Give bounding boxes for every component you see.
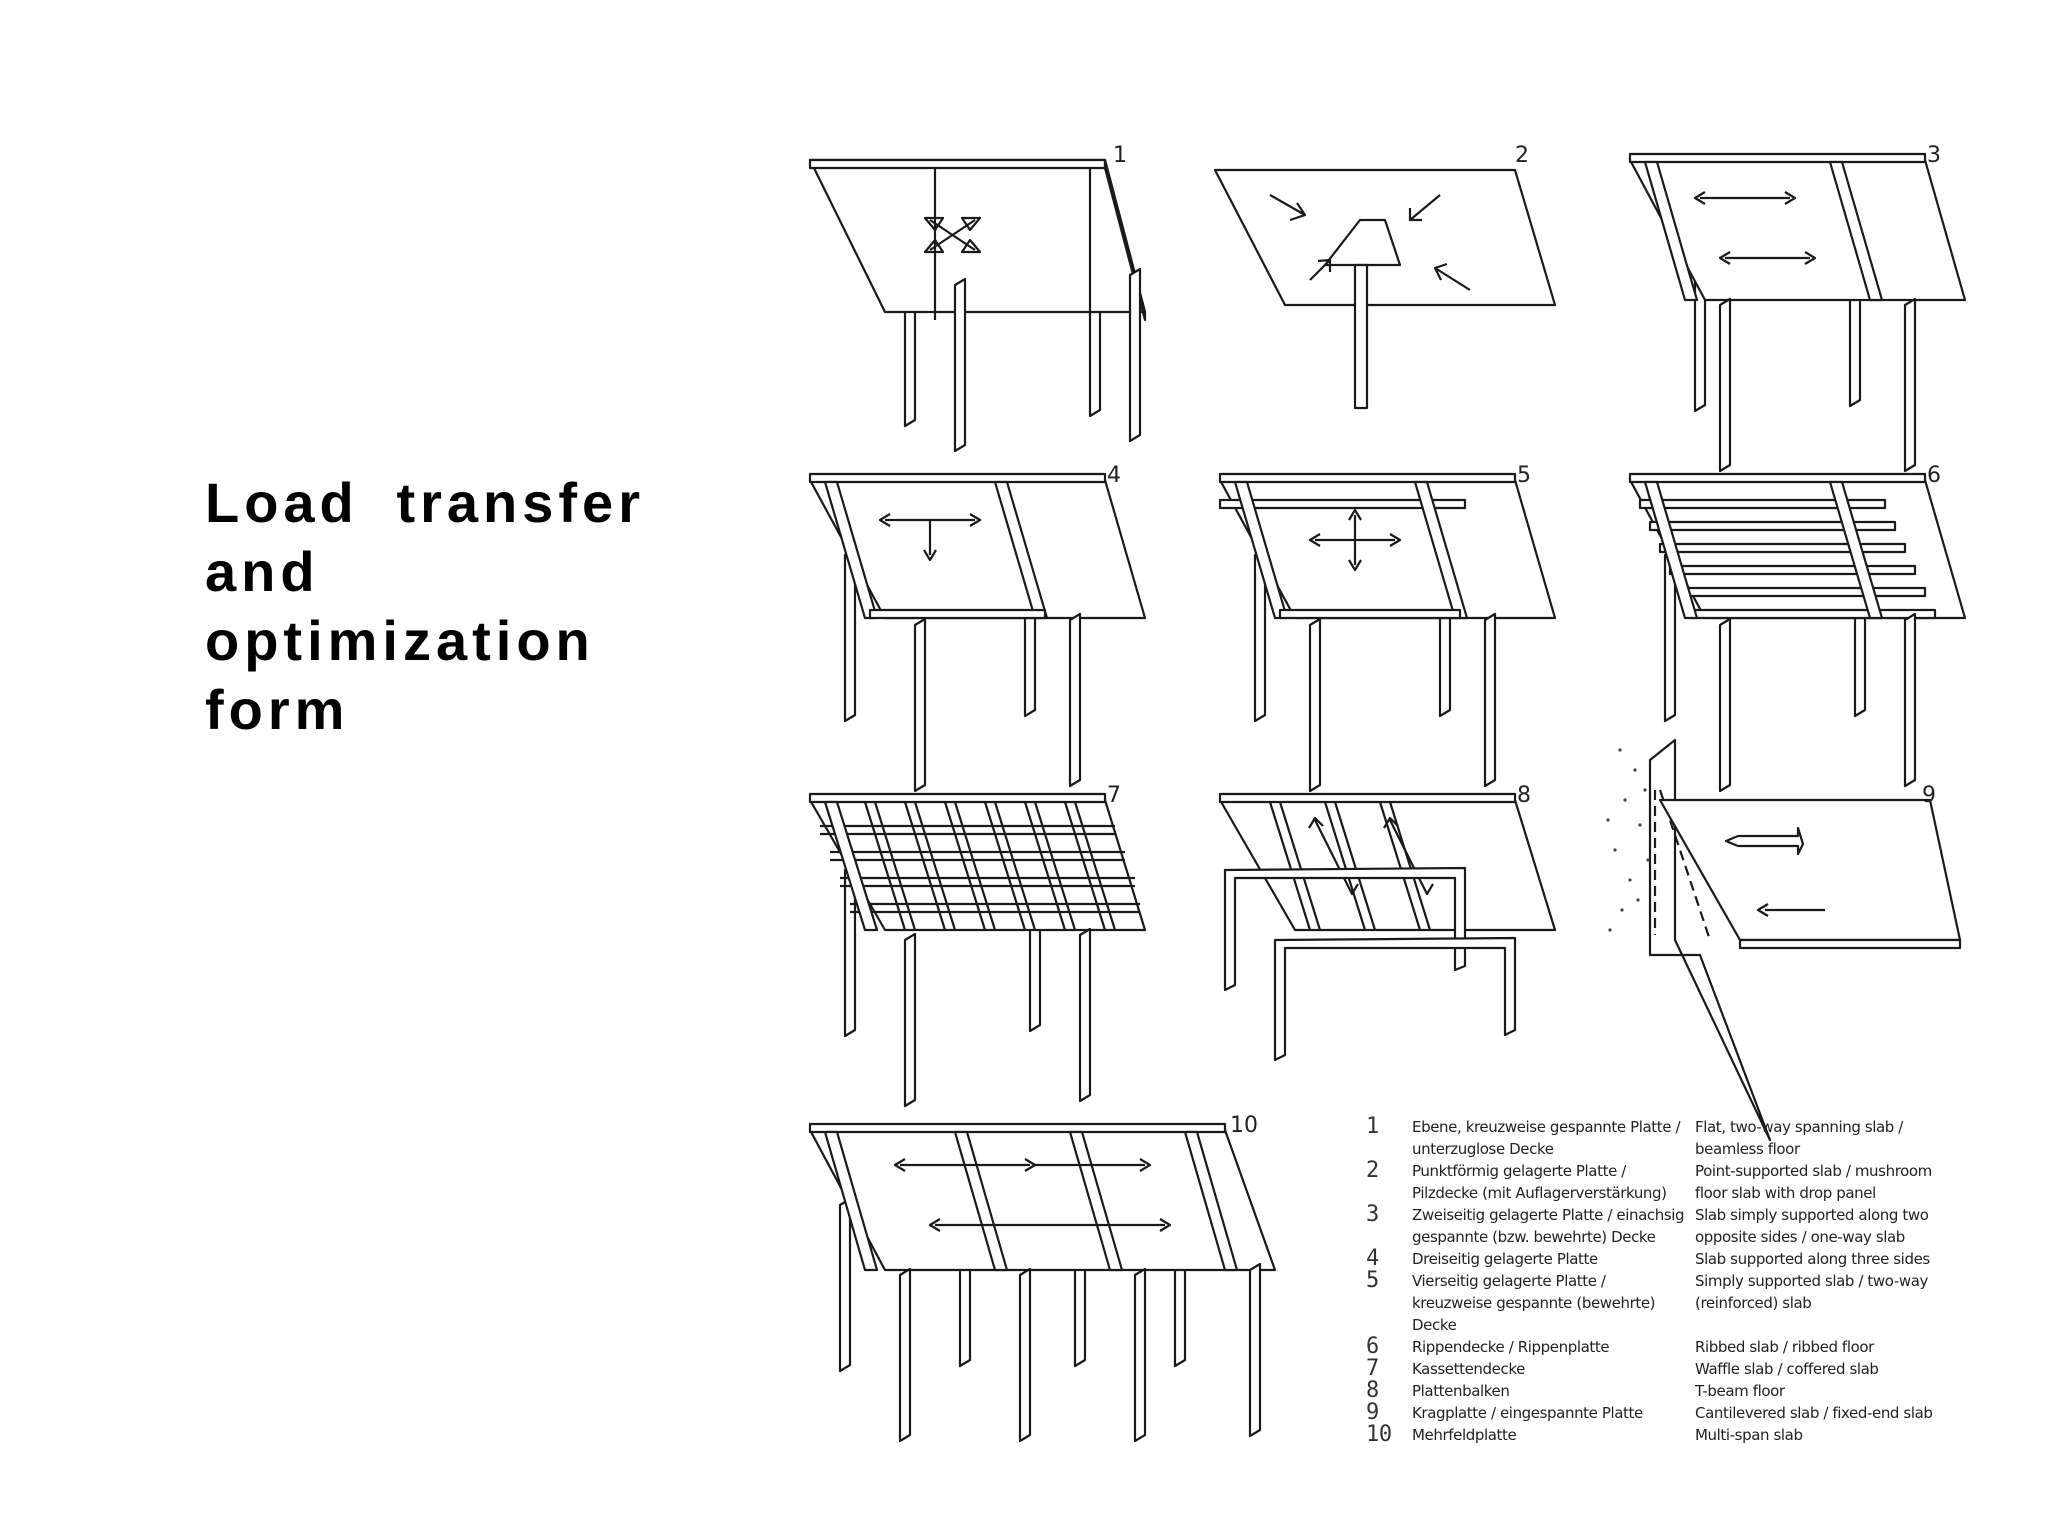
panel-number: 5 — [1517, 463, 1531, 488]
slide-title: Load transfer and optimization form — [205, 471, 645, 741]
panel-7-waffle-slab: 7 — [808, 783, 1147, 1108]
panel-number: 1 — [1113, 143, 1127, 168]
legend-table: 1 Ebene, kreuzweise gespannte Platte / un… — [1366, 1116, 1966, 1446]
legend-german: Kassettendecke — [1412, 1360, 1525, 1378]
legend-english: Slab simply supported along two opposite… — [1695, 1206, 1929, 1246]
legend-number: 3 — [1366, 1202, 1379, 1227]
legend-number: 6 — [1366, 1334, 1379, 1359]
legend-german: Kragplatte / eingespannte Platte — [1412, 1404, 1643, 1422]
panel-2-point-supported-slab: 2 — [1213, 143, 1557, 410]
panel-number: 8 — [1517, 783, 1531, 808]
panel-8-t-beam-floor: 8 — [1218, 783, 1557, 1062]
legend-number: 5 — [1366, 1268, 1379, 1293]
panel-number: 7 — [1107, 783, 1121, 808]
legend-german: Ebene, kreuzweise gespannte Platte / unt… — [1412, 1118, 1681, 1158]
legend-german: Plattenbalken — [1412, 1382, 1510, 1400]
panel-number: 6 — [1927, 463, 1941, 488]
legend-german: Dreiseitig gelagerte Platte — [1412, 1250, 1598, 1268]
legend-english: T-beam floor — [1695, 1382, 1785, 1400]
panel-9-cantilevered-slab: 9 — [1606, 738, 1962, 1142]
panel-3-one-way-slab: 3 — [1628, 143, 1967, 473]
legend-number: 8 — [1366, 1378, 1379, 1403]
panel-10-multi-span-slab: 10 — [808, 1113, 1277, 1443]
panel-6-ribbed-slab: 6 — [1628, 463, 1967, 793]
legend-number: 10 — [1366, 1422, 1392, 1447]
panel-4-three-sides-slab: 4 — [808, 463, 1147, 793]
legend-english: Simply supported slab / two-way (reinfor… — [1695, 1272, 1928, 1312]
legend-english: Point-supported slab / mushroom floor sl… — [1695, 1162, 1932, 1202]
legend-german: Punktförmig gelagerte Platte / Pilzdecke… — [1412, 1162, 1667, 1202]
legend-german: Rippendecke / Rippenplatte — [1412, 1338, 1610, 1356]
legend-row: 1 Ebene, kreuzweise gespannte Platte / un… — [1366, 1116, 1966, 1160]
legend-number: 7 — [1366, 1356, 1379, 1381]
panel-number: 3 — [1927, 143, 1941, 168]
panel-number: 2 — [1515, 143, 1529, 168]
panel-number: 4 — [1107, 463, 1121, 488]
legend-english: Slab supported along three sides — [1695, 1250, 1930, 1268]
legend-row: 7 Kassettendecke Waffle slab / coffered sl… — [1366, 1358, 1966, 1380]
legend-number: 4 — [1366, 1246, 1379, 1271]
legend-english: Ribbed slab / ribbed floor — [1695, 1338, 1874, 1356]
panel-number: 9 — [1922, 783, 1936, 808]
legend-number: 1 — [1366, 1114, 1379, 1139]
legend-row: 3 Zweiseitig gelagerte Platte / einachsig… — [1366, 1204, 1966, 1248]
legend-english: Cantilevered slab / fixed-end slab — [1695, 1404, 1933, 1422]
panel-1-flat-slab: 1 — [808, 143, 1147, 453]
legend-row: 6 Rippendecke / Rippenplatte Ribbed slab /… — [1366, 1336, 1966, 1358]
legend-english: Multi-span slab — [1695, 1426, 1803, 1444]
legend-german: Zweiseitig gelagerte Platte / einachsig … — [1412, 1206, 1685, 1246]
legend-row: 8 Plattenbalken T-beam floor — [1366, 1380, 1966, 1402]
legend-row: 5 Vierseitig gelagerte Platte / kreuzweis… — [1366, 1270, 1966, 1336]
panel-5-two-way-slab: 5 — [1218, 463, 1557, 793]
legend-number: 9 — [1366, 1400, 1379, 1425]
legend-german: Vierseitig gelagerte Platte / kreuzweise… — [1412, 1272, 1656, 1334]
legend-number: 2 — [1366, 1158, 1379, 1183]
slab-types-diagram: 1 2 3 4 — [808, 143, 1967, 1443]
legend-row: 9 Kragplatte / eingespannte Platte Cantile… — [1366, 1402, 1966, 1424]
panel-number: 10 — [1230, 1113, 1258, 1138]
legend-row: 2 Punktförmig gelagerte Platte / Pilzdeck… — [1366, 1160, 1966, 1204]
legend-row: 10 Mehrfeldplatte Multi-span slab — [1366, 1424, 1966, 1446]
wall-hatching — [1606, 748, 1650, 932]
legend-english: Flat, two-way spanning slab / beamless f… — [1695, 1118, 1903, 1158]
legend-row: 4 Dreiseitig gelagerte Platte Slab support… — [1366, 1248, 1966, 1270]
legend-german: Mehrfeldplatte — [1412, 1426, 1517, 1444]
legend-english: Waffle slab / coffered slab — [1695, 1360, 1879, 1378]
